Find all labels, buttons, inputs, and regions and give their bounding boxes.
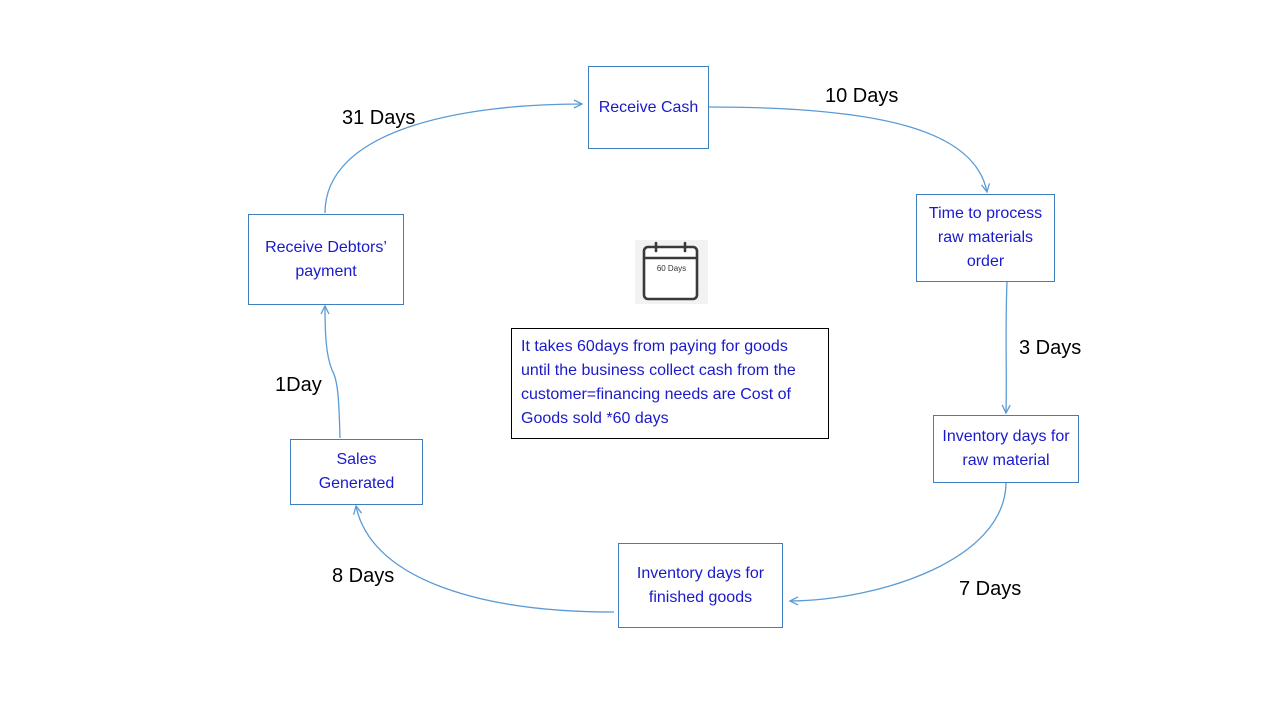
duration-finished-to-sales: 8 Days bbox=[332, 565, 395, 587]
calendar-label: 60 Days bbox=[656, 264, 687, 273]
financing-note: It takes 60days from paying for goods un… bbox=[511, 328, 829, 439]
calendar-icon: 60 Days bbox=[635, 240, 708, 304]
node-inventory-raw: Inventory days for raw material bbox=[933, 415, 1079, 483]
node-inventory-finished: Inventory days for finished goods bbox=[618, 543, 783, 628]
duration-order-to-raw: 3 Days bbox=[1019, 337, 1082, 359]
node-receive-cash: Receive Cash bbox=[588, 66, 709, 149]
node-process-order-label: Time to process raw materials order bbox=[928, 205, 1043, 270]
connector-cash-to-order bbox=[708, 106, 991, 194]
duration-raw-to-finished: 7 Days bbox=[959, 578, 1022, 600]
node-process-order: Time to process raw materials order bbox=[916, 194, 1055, 282]
node-inventory-raw-label: Inventory days for raw material bbox=[942, 428, 1070, 469]
duration-debtors-to-cash: 31 Days bbox=[342, 107, 416, 129]
node-receive-debtors-label: Receive Debtors’ payment bbox=[265, 238, 387, 280]
node-receive-debtors: Receive Debtors’ payment bbox=[248, 214, 404, 305]
connector-order-to-raw bbox=[1001, 281, 1011, 415]
financing-note-text: It takes 60days from paying for goods un… bbox=[521, 338, 796, 427]
node-inventory-finished-label: Inventory days for finished goods bbox=[636, 564, 765, 606]
connector-raw-to-finished bbox=[788, 482, 1007, 606]
node-receive-cash-label: Receive Cash bbox=[598, 98, 699, 116]
node-sales-generated-label: Sales Generated bbox=[318, 451, 395, 492]
duration-sales-to-debtors: 1Day bbox=[275, 374, 322, 396]
connector-sales-to-debtors bbox=[320, 304, 341, 439]
duration-cash-to-order: 10 Days bbox=[825, 85, 899, 107]
connector-finished-to-sales bbox=[353, 504, 615, 613]
node-sales-generated: Sales Generated bbox=[290, 439, 423, 505]
connector-debtors-to-cash bbox=[324, 99, 584, 214]
